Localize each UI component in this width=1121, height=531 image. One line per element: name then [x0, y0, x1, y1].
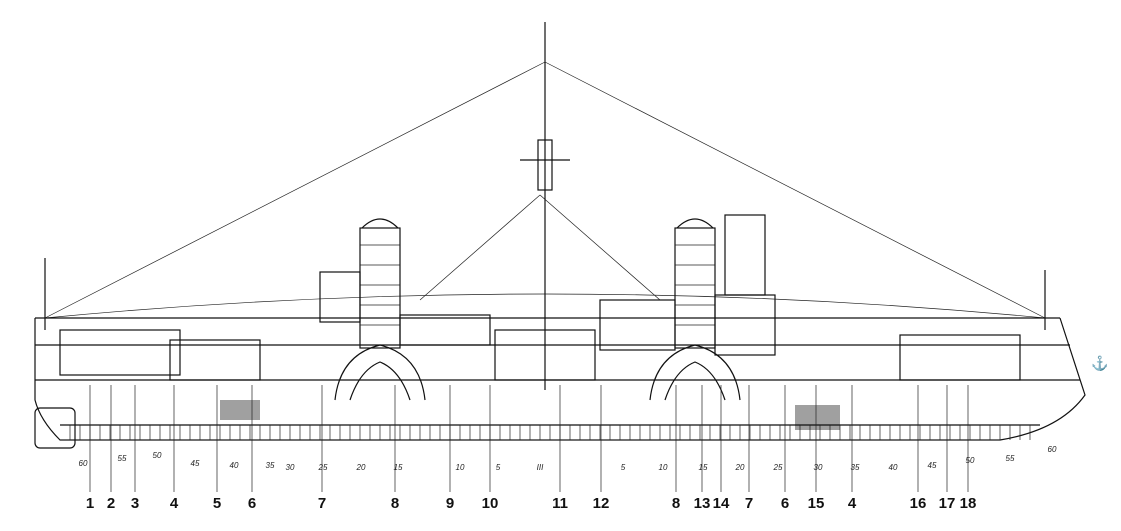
callout-label: 2 — [107, 495, 115, 512]
callout-label: 1 — [86, 495, 94, 512]
callout-leaders — [89, 385, 969, 492]
frame-numbers: 60 55 50 45 40 35 30 25 20 15 10 5 III 5… — [79, 445, 1057, 472]
frame-number: 5 — [621, 463, 626, 472]
anchor-icon: ⚓ — [1091, 355, 1108, 372]
callout-label: 3 — [131, 495, 139, 512]
frame-number: 45 — [928, 461, 937, 470]
frame-number: 15 — [699, 463, 708, 472]
callout-label: 8 — [672, 495, 680, 512]
callout-label: 11 — [552, 495, 568, 512]
frame-number: 35 — [851, 463, 860, 472]
callout-label: 7 — [745, 495, 753, 512]
callout-label: 7 — [318, 495, 326, 512]
main-mast — [520, 22, 570, 390]
callout-label: 8 — [391, 495, 399, 512]
callout-label: 4 — [848, 495, 857, 512]
frame-number: 20 — [735, 463, 745, 472]
callout-label: 4 — [170, 495, 179, 512]
frame-number: 5 — [496, 463, 501, 472]
frame-number: 45 — [191, 459, 200, 468]
callout-label: 6 — [781, 495, 789, 512]
callout-labels: 1 2 3 4 5 6 7 8 9 10 11 12 8 13 14 7 6 1… — [86, 495, 977, 512]
frame-number: 30 — [286, 463, 295, 472]
frame-number: 10 — [659, 463, 668, 472]
coal-bunkers — [220, 400, 840, 430]
funnel-fore — [334, 218, 426, 401]
callout-label: 10 — [482, 495, 499, 512]
frame-number: 55 — [118, 454, 127, 463]
frame-number: 40 — [230, 461, 239, 470]
callout-label: 5 — [213, 495, 221, 512]
funnel-aft — [649, 218, 741, 401]
frame-number: 15 — [394, 463, 403, 472]
frame-number: 60 — [79, 459, 88, 468]
frame-number: 35 — [266, 461, 275, 470]
frame-number: 55 — [1006, 454, 1015, 463]
frame-number: 50 — [966, 456, 975, 465]
callout-label: 9 — [446, 495, 454, 512]
frame-number: 25 — [773, 463, 783, 472]
frame-number: III — [537, 463, 544, 472]
frame-number: 40 — [889, 463, 898, 472]
callout-label: 16 — [910, 495, 927, 512]
callout-label: 17 — [939, 495, 956, 512]
callout-label: 18 — [960, 495, 977, 512]
frame-number: 10 — [456, 463, 465, 472]
hull — [34, 317, 1086, 449]
frame-number: 30 — [814, 463, 823, 472]
frame-number: 20 — [356, 463, 366, 472]
frame-number: 50 — [153, 451, 162, 460]
frame-number: 25 — [318, 463, 328, 472]
callout-label: 13 — [694, 495, 711, 512]
callout-label: 14 — [713, 495, 730, 512]
superstructure — [59, 214, 1021, 381]
frame-number: 60 — [1048, 445, 1057, 454]
callout-label: 6 — [248, 495, 256, 512]
callout-label: 12 — [593, 495, 610, 512]
callout-label: 15 — [808, 495, 825, 512]
